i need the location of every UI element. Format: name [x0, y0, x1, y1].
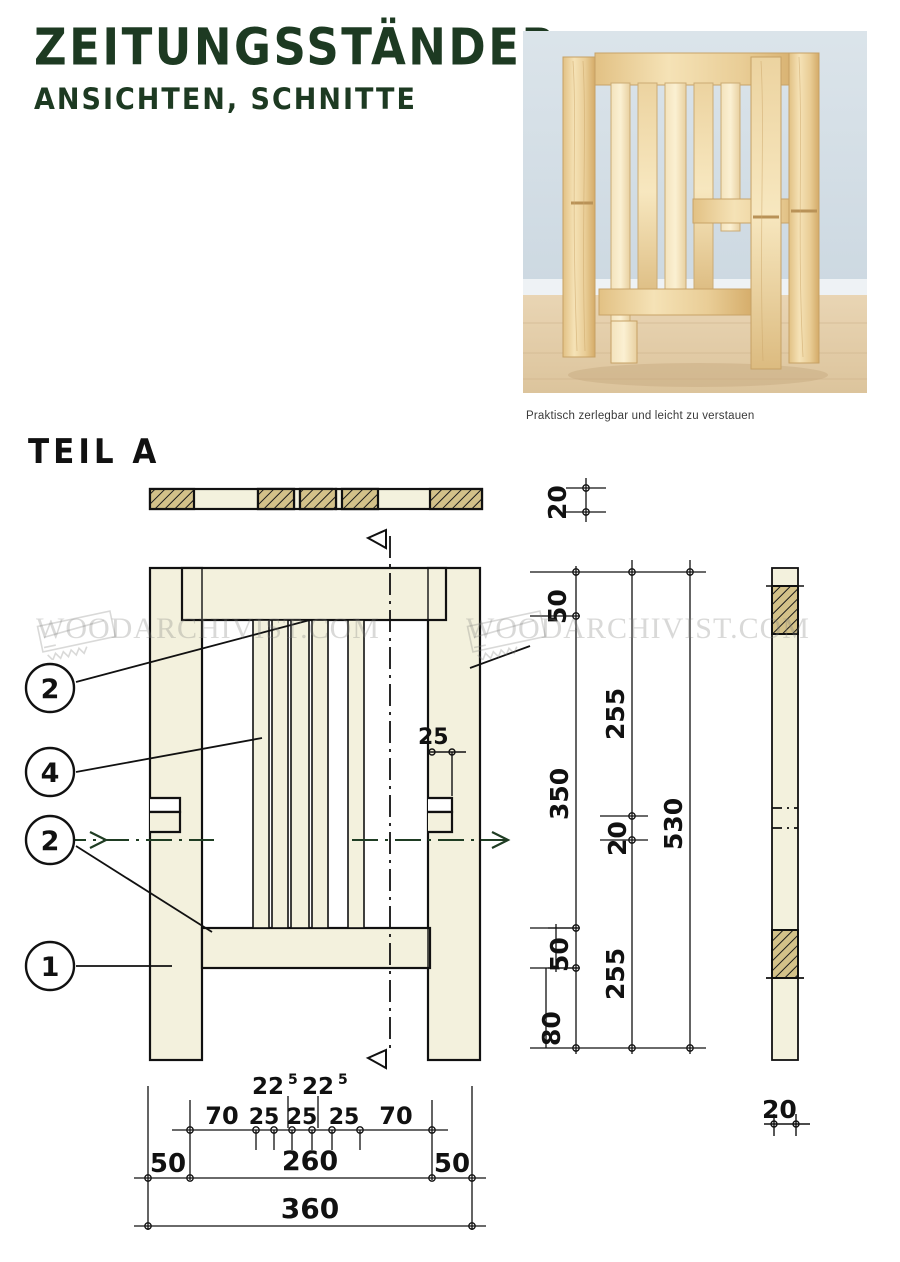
callout-2-top: [24, 662, 76, 714]
section-arrow-left: [89, 831, 109, 849]
callout-leaders: [75, 619, 531, 967]
photo-illustration: [523, 31, 867, 393]
dim-slat-2-25: 25: [287, 1105, 318, 1130]
dim-foot-80: 80: [537, 1011, 566, 1046]
dim-overall-360: 360: [281, 1192, 339, 1225]
section-arrow-right: [491, 831, 511, 849]
callout-1-label: 1: [41, 952, 60, 983]
vertical-dimension-chain: [530, 478, 706, 1054]
dim-upper-255: 255: [601, 688, 630, 740]
dim-side-thickness-20: [764, 1114, 810, 1136]
callout-4: [24, 746, 76, 798]
dim-side-20-label: 20: [762, 1095, 797, 1124]
dim-25-label: 25: [418, 725, 449, 750]
dim-inner-260: 260: [282, 1146, 338, 1177]
dim-top-thickness-20: 20: [543, 485, 572, 520]
callout-2-mid-label: 2: [41, 826, 60, 857]
page-subtitle: ANSICHTEN, SCHNITTE: [34, 83, 417, 117]
dim-mid-350: 350: [545, 768, 574, 820]
callout-1: [24, 940, 76, 992]
front-elevation-view: 25: [60, 528, 531, 1070]
dim-lower-255: 255: [601, 948, 630, 1000]
page-title: ZEITUNGSSTÄNDER: [34, 17, 559, 77]
dim-edge-right-70: 70: [379, 1102, 412, 1130]
callout-4-label: 4: [41, 758, 60, 789]
dim-22-5-b: 22: [302, 1074, 334, 1100]
dim-22-5-a-sup: 5: [288, 1072, 298, 1088]
title-block: ZEITUNGSSTÄNDER ANSICHTEN, SCHNITTE: [34, 17, 559, 117]
section-marker-top: [365, 528, 387, 550]
dim-mid-thickness-20: 20: [603, 821, 632, 856]
top-cross-section: [148, 487, 484, 511]
dim-slat-3-25: 25: [329, 1105, 360, 1130]
callout-balloons: 2 4 2 1: [24, 662, 76, 992]
callout-2-mid: [24, 814, 76, 866]
dim-leg-right-50: 50: [434, 1149, 470, 1179]
dim-top-gap-50: 50: [543, 589, 572, 624]
bottom-dimension-chain: [134, 1086, 486, 1230]
section-heading: TEIL A: [28, 432, 161, 472]
callout-2-top-label: 2: [41, 674, 60, 705]
dim-edge-left-70: 70: [205, 1102, 238, 1130]
photo-caption: Praktisch zerlegbar und leicht zu versta…: [526, 410, 755, 422]
dim-slat-1-25: 25: [249, 1105, 280, 1130]
magazine-rack-photo: [523, 31, 867, 393]
dim-leg-left-50: 50: [150, 1149, 186, 1179]
side-section-view: [766, 567, 804, 1061]
dim-22-5-b-sup: 5: [338, 1072, 348, 1088]
dim-lower-gap-50: 50: [545, 937, 574, 972]
dim-slat-25: [428, 748, 466, 796]
section-marker-bottom: [365, 1048, 387, 1070]
dim-22-5-a: 22: [252, 1074, 284, 1100]
dim-overall-530: 530: [659, 798, 688, 850]
